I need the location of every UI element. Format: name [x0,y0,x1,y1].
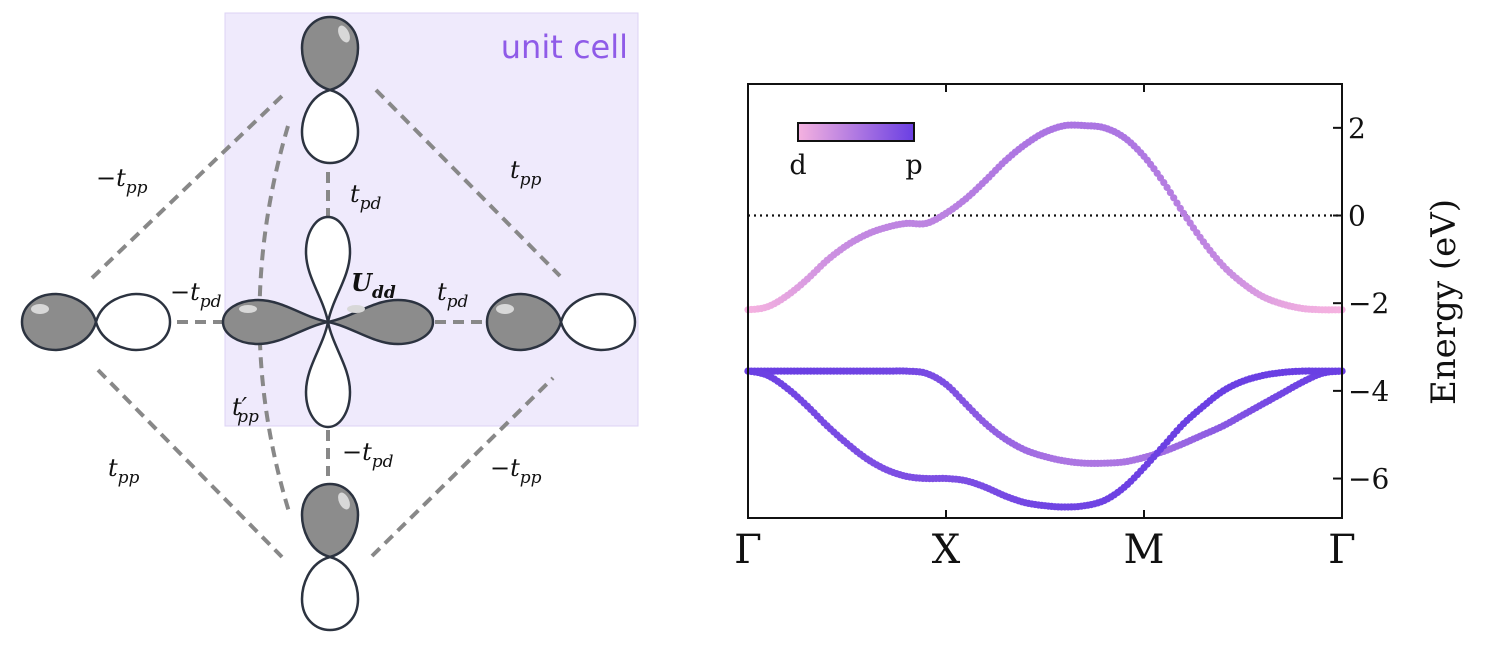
colorbar-p-label: p [905,150,922,181]
band-structure-chart: 2 0 −2 −4 −6 Γ X M Γ Energy (eV) d p [734,83,1464,573]
y-tick-label: −4 [1348,375,1389,408]
bond-lower-left [96,368,284,559]
d-orbital-center [221,215,435,429]
unit-cell-label: unit cell [501,28,628,66]
band-3 [744,367,1346,511]
y-axis-ticks: 2 0 −2 −4 −6 [1333,112,1389,496]
band-1 [744,121,1346,314]
bond-upper-left [90,94,284,280]
p-orbital-right [485,292,637,352]
label-tpp-prime: t′pp [232,393,259,427]
label-neg-tpp-lower-right: −tpp [490,454,542,488]
label-neg-tpp-upper-left: −tpp [96,164,148,198]
label-tpp-lower-left: tpp [108,454,140,488]
label-tpd-right: tpd [437,278,469,312]
orbital-diagram: unit cell [20,12,639,632]
bond-pp-prime [257,125,292,516]
y-tick-label: −6 [1348,463,1389,496]
y-tick-label: 0 [1348,200,1366,233]
hopping-bonds [90,88,562,559]
band-point [1170,194,1178,202]
p-orbital-bottom [300,482,360,632]
unit-cell-box [224,12,639,427]
bands [744,121,1346,511]
label-tpp-upper-right: tpp [510,156,542,190]
k-point-label: X [932,527,961,573]
colorbar [797,122,915,142]
k-point-label: Γ [1328,527,1356,573]
label-tpd-upper: tpd [350,180,382,214]
band-2 [744,367,1346,467]
p-orbital-left [20,292,172,352]
y-tick-label: −2 [1348,287,1389,320]
band-point [1173,199,1181,207]
y-axis-title: Energy (eV) [1424,199,1464,405]
label-neg-tpd-lower: −tpd [342,438,394,472]
band-point [1163,183,1171,192]
k-point-label: Γ [734,527,762,573]
label-neg-tpd-left: −tpd [170,278,222,312]
colorbar-d-label: d [789,150,806,181]
y-tick-label: 2 [1348,112,1366,145]
bond-lower-right [370,376,555,558]
bond-upper-right [374,88,562,278]
k-point-label: M [1124,527,1165,573]
p-orbital-top [300,15,360,165]
hopping-labels: −tpp tpp tpd −tpd Udd tpd t′pp −tpd tpp … [96,156,542,488]
plot-frame [747,83,1343,519]
band-point [1166,189,1174,197]
label-udd: Udd [351,268,396,303]
